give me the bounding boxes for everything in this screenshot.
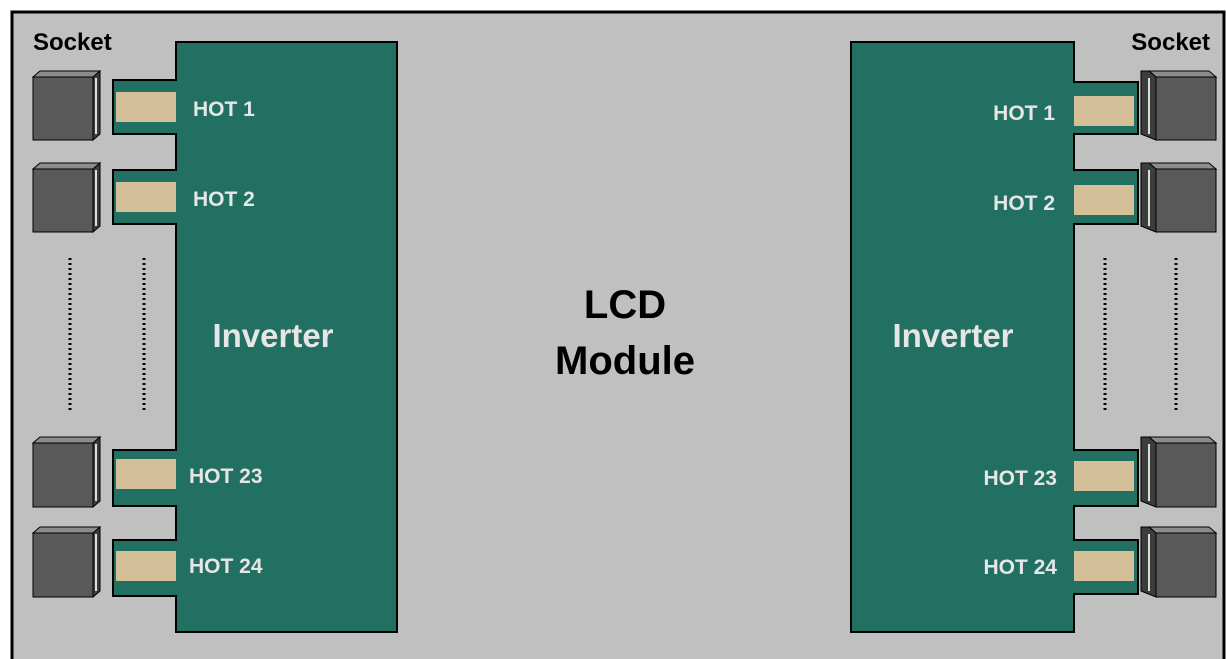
lcd-module-title-line1: LCD [584,283,666,327]
right-socket-2 [1140,162,1218,233]
left-inverter-board [112,41,398,633]
left-assembly: Socket Inverter HOT 1 HOT 2 HOT 23 HOT 2… [31,29,398,633]
left-socket-2 [31,161,102,234]
right-hot-label-2: HOT 2 [993,192,1055,215]
left-socket-1 [31,69,102,142]
right-lamp-hot-1 [1074,96,1134,126]
right-socket-label: Socket [1131,29,1210,56]
left-lamp-hot-23 [116,459,176,489]
left-hot-label-24: HOT 24 [189,555,263,578]
right-hot-label-24: HOT 24 [983,556,1057,579]
right-socket-24 [1140,526,1218,598]
right-assembly: Socket Inverter HOT 1 HOT 2 HOT 23 HOT 2… [850,29,1218,633]
left-socket-label: Socket [33,29,112,56]
left-socket-23 [31,435,102,509]
right-inverter-label: Inverter [892,317,1013,354]
left-hot-label-23: HOT 23 [189,465,263,488]
left-lamp-hot-24 [116,551,176,581]
right-hot-label-23: HOT 23 [983,467,1057,490]
right-inverter-board [850,41,1139,633]
left-inverter-label: Inverter [212,317,333,354]
left-socket-24 [31,525,102,599]
right-hot-label-1: HOT 1 [993,102,1055,125]
left-hot-label-1: HOT 1 [193,98,255,121]
right-lamp-hot-24 [1074,551,1134,581]
right-lamp-hot-23 [1074,461,1134,491]
left-hot-label-2: HOT 2 [193,188,255,211]
lcd-module-title-line2: Module [555,339,695,383]
right-socket-1 [1140,70,1218,141]
right-socket-23 [1140,436,1218,508]
left-lamp-hot-2 [116,182,176,212]
left-lamp-hot-1 [116,92,176,122]
right-lamp-hot-2 [1074,185,1134,215]
